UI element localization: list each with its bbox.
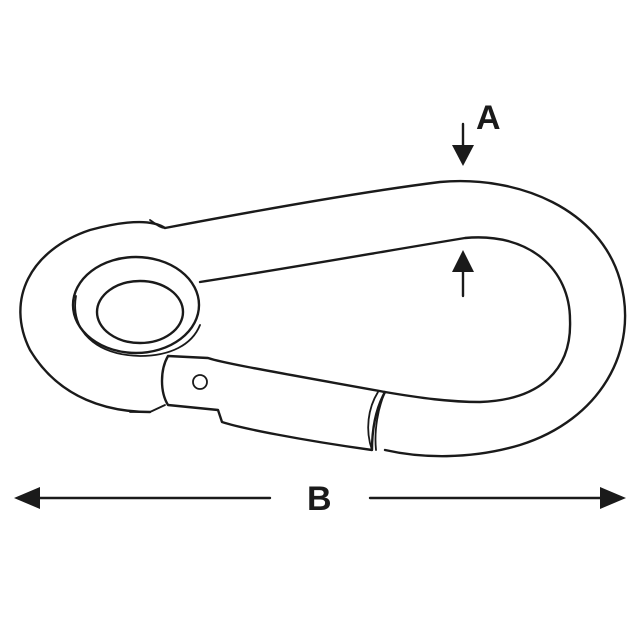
dimension-b-left-arrowhead bbox=[14, 487, 40, 509]
dimension-a-bottom-arrowhead bbox=[452, 250, 474, 272]
dimension-b-right-arrowhead bbox=[600, 487, 626, 509]
dimension-b: B bbox=[14, 480, 626, 518]
dimension-a: A bbox=[452, 99, 501, 298]
dimension-a-label: A bbox=[476, 99, 501, 137]
carabiner-outline bbox=[19, 179, 627, 458]
dimension-a-top-arrowhead bbox=[452, 145, 474, 166]
dimension-b-label: B bbox=[307, 480, 332, 518]
